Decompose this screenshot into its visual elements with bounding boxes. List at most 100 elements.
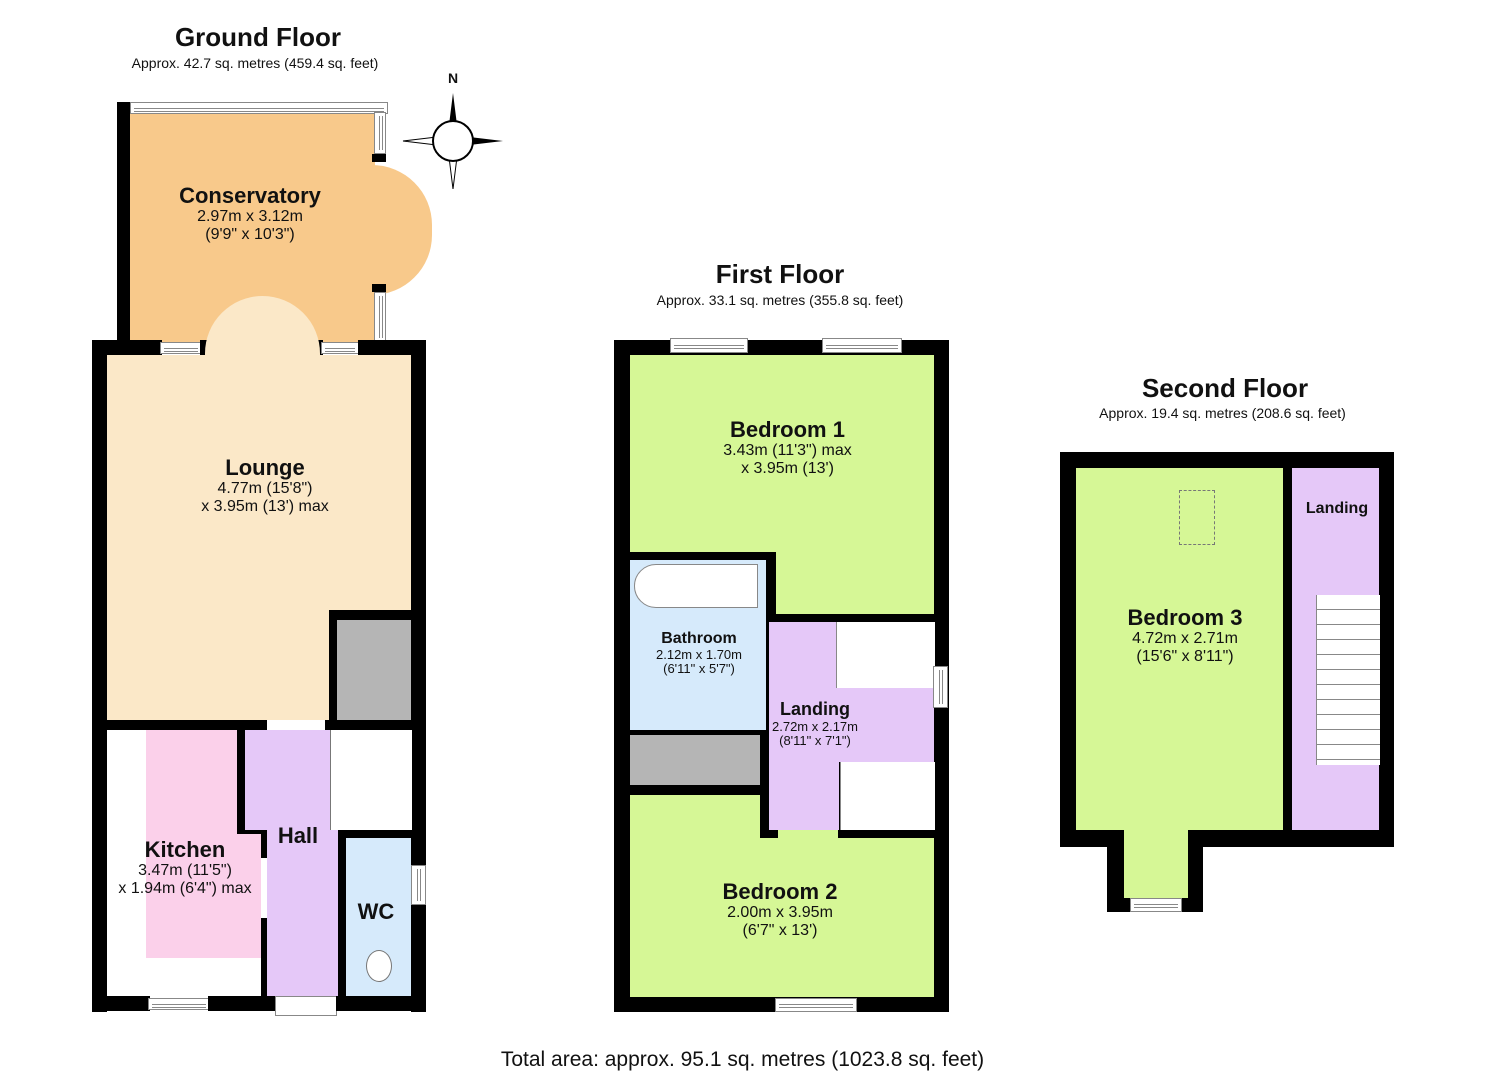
ground-floor-title: Ground Floor xyxy=(174,22,342,52)
lounge-window-2 xyxy=(321,342,359,354)
bedroom3-label: Bedroom 3 4.72m x 2.71m (15'6" x 8'11") xyxy=(1100,605,1270,665)
room-dimensions-2: x 3.95m (13') max xyxy=(201,497,329,515)
wc-window xyxy=(411,865,426,905)
landing-label: Landing 2.72m x 2.17m (8'11" x 7'1") xyxy=(765,699,865,749)
room-name: Bedroom 3 xyxy=(1127,605,1243,630)
lounge-top-wall-left xyxy=(92,340,162,355)
conservatory-door-bulge xyxy=(372,165,432,295)
lounge-top-wall-mid2 xyxy=(318,340,323,355)
second-landing-label: Landing xyxy=(1295,500,1379,518)
first-floor-cupboard xyxy=(630,735,760,785)
bedroom1-window-1 xyxy=(670,338,748,353)
kitchen-hall-wall xyxy=(237,730,245,830)
bedroom2-door xyxy=(778,830,838,840)
kitchen-right xyxy=(237,830,261,958)
lounge-top-wall-mid xyxy=(200,340,208,355)
room-hall[interactable] xyxy=(245,730,330,830)
bedroom2-window xyxy=(775,998,857,1012)
understairs-cupboard xyxy=(337,620,411,720)
front-door[interactable] xyxy=(275,996,337,1016)
room-dimensions-1: 2.12m x 1.70m xyxy=(656,646,742,662)
ground-right-wall xyxy=(411,340,426,1012)
bath-icon xyxy=(634,564,758,608)
kitchen-hall-wall-4 xyxy=(261,918,267,998)
landing-stairs-lower xyxy=(840,762,935,830)
bedroom1-label: Bedroom 1 3.43m (11'3") max x 3.95m (13'… xyxy=(680,417,895,477)
room-dimensions-2: x 1.94m (6'4") max xyxy=(118,879,252,897)
ground-bottom-wall-2 xyxy=(208,996,276,1011)
lounge-top-wall-right xyxy=(358,340,426,355)
room-name: Bedroom 1 xyxy=(730,417,845,442)
bedroom1-window-2 xyxy=(822,338,902,353)
conservatory-top-window xyxy=(130,102,388,114)
hall-label: Hall xyxy=(268,823,328,848)
toilet-icon xyxy=(366,950,392,982)
room-dimensions-imperial: (9'9" x 10'3") xyxy=(205,225,295,243)
ground-left-wall xyxy=(92,340,107,1012)
conservatory-left-wall xyxy=(117,102,130,352)
room-dimensions-2: (15'6" x 8'11") xyxy=(1136,647,1234,665)
second-floor-area: Approx. 19.4 sq. metres (208.6 sq. feet) xyxy=(1099,405,1346,421)
room-dimensions-1: 2.00m x 3.95m xyxy=(727,904,833,922)
second-landing-stairs xyxy=(1316,595,1380,765)
conservatory-wall-stub xyxy=(372,154,386,162)
conservatory-label: Conservatory 2.97m x 3.12m (9'9" x 10'3"… xyxy=(140,183,360,243)
kitchen-hall-wall-2 xyxy=(237,826,263,834)
room-dimensions-1: 3.47m (11'5") xyxy=(138,862,232,880)
kitchen-label: Kitchen 3.47m (11'5") x 1.94m (6'4") max xyxy=(95,837,275,897)
ground-bottom-wall-3 xyxy=(336,996,426,1011)
conservatory-wall-stub2 xyxy=(372,284,386,292)
room-dimensions-1: 3.43m (11'3") max xyxy=(723,442,852,460)
room-name: WC xyxy=(357,899,395,924)
room-name: Bedroom 2 xyxy=(722,879,838,904)
room-dimensions-2: x 3.95m (13') xyxy=(741,459,834,477)
kitchen-window xyxy=(148,998,210,1010)
room-bedroom-1[interactable] xyxy=(630,355,934,552)
cupboard-wall xyxy=(329,610,411,620)
room-dimensions-metric: 2.97m x 3.12m xyxy=(197,208,303,226)
bedroom2-label: Bedroom 2 2.00m x 3.95m (6'7" x 13') xyxy=(680,879,880,939)
hall-stairs xyxy=(330,730,412,830)
kitchen-upper xyxy=(190,730,237,770)
room-dimensions-1: 2.72m x 2.17m xyxy=(772,718,858,734)
room-name: Bathroom xyxy=(661,630,737,647)
landing-window xyxy=(933,666,948,708)
ground-bottom-wall-1 xyxy=(92,996,150,1011)
bedroom1-lower xyxy=(776,552,934,614)
ground-floor-area: Approx. 42.7 sq. metres (459.4 sq. feet) xyxy=(131,55,379,71)
bedroom3-bay xyxy=(1124,828,1188,898)
room-landing[interactable] xyxy=(769,622,839,830)
bathroom-label: Bathroom 2.12m x 1.70m (6'11" x 5'7") xyxy=(632,630,766,676)
wc-label: WC xyxy=(346,899,406,924)
room-bedroom-2[interactable] xyxy=(630,795,760,997)
room-dimensions-1: 4.72m x 2.71m xyxy=(1132,630,1238,648)
ground-mid-wall-right xyxy=(325,720,426,730)
lounge-label: Lounge 4.77m (15'8") x 3.95m (13') max xyxy=(150,455,380,515)
wc-left-wall xyxy=(338,830,346,998)
compass-north-label: N xyxy=(447,70,459,86)
room-name: Landing xyxy=(780,699,850,719)
bedroom3-window xyxy=(1130,898,1182,912)
room-dimensions-1: 4.77m (15'8") xyxy=(217,480,313,498)
conservatory-right-window-2 xyxy=(374,292,386,342)
conservatory-right-window xyxy=(374,112,386,154)
landing-mid xyxy=(836,688,934,762)
ground-mid-wall-left xyxy=(92,720,267,730)
first-floor-area: Approx. 33.1 sq. metres (355.8 sq. feet) xyxy=(656,292,904,308)
hall-lower xyxy=(267,826,338,998)
room-name: Conservatory xyxy=(179,183,321,208)
landing-stairs-upper xyxy=(836,622,935,688)
room-name: Hall xyxy=(277,823,319,848)
room-dimensions-2: (6'7" x 13') xyxy=(742,921,818,939)
room-dimensions-2: (6'11" x 5'7") xyxy=(663,660,735,676)
wc-top-wall xyxy=(338,830,411,838)
second-floor-title: Second Floor xyxy=(1141,373,1309,403)
first-floor-title: First Floor xyxy=(715,259,845,289)
cupboard-wall-left xyxy=(329,610,337,720)
total-area: Total area: approx. 95.1 sq. metres (102… xyxy=(500,1048,985,1071)
kitchen-hall-wall-3 xyxy=(261,826,267,858)
room-dimensions-2: (8'11" x 7'1") xyxy=(779,733,851,749)
room-name: Lounge xyxy=(225,455,305,480)
room-name: Kitchen xyxy=(144,837,226,862)
room-name: Landing xyxy=(1305,500,1369,517)
